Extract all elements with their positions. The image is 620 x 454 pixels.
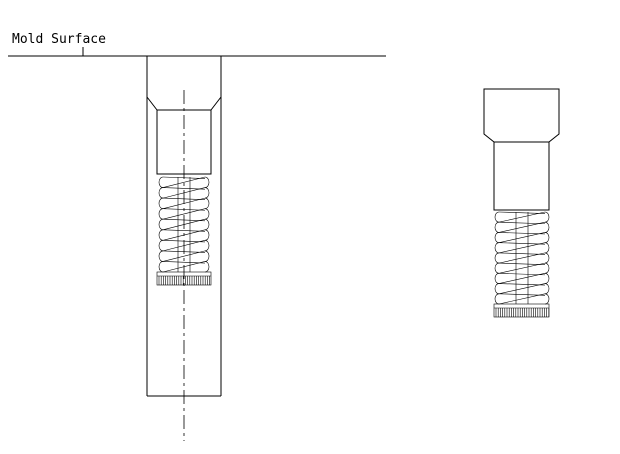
spring-coil-end <box>158 250 164 262</box>
spring-coil-end <box>158 176 164 188</box>
spring-wire <box>498 232 546 243</box>
spring-coil-end <box>494 242 500 254</box>
spring-coil-end <box>544 283 550 295</box>
spring-coil-end <box>544 232 550 243</box>
spring-coil-end <box>494 221 500 233</box>
spring-coil-end <box>544 221 550 233</box>
spring-coil-end <box>544 262 550 274</box>
spring-wire <box>498 211 546 214</box>
spring-coil-end <box>158 240 164 252</box>
spring-coil-end <box>494 273 500 284</box>
spring-wire <box>498 283 546 286</box>
spring-coil-end <box>204 261 210 273</box>
spring-coil-end <box>544 242 550 254</box>
spring-wire <box>498 211 546 223</box>
spring-wire <box>162 250 206 262</box>
spring-wire <box>498 221 546 225</box>
spring-wire <box>498 242 546 245</box>
spring-coil-end <box>494 262 500 274</box>
spring-coil-end <box>494 252 500 264</box>
spring-coil-end <box>204 187 210 199</box>
spring-coil-end <box>204 218 210 231</box>
spring-wire <box>498 262 546 274</box>
spring-coil-end <box>204 208 210 220</box>
spring-wire <box>162 261 206 264</box>
spring-coil-end <box>204 250 210 262</box>
spring-coil-end <box>544 252 550 264</box>
spring-coil-end <box>494 293 500 305</box>
knurl-outline <box>493 303 550 318</box>
spring-wire <box>162 176 206 188</box>
spring-coil-end <box>158 261 164 273</box>
spring-wire <box>498 293 546 305</box>
spring-wire <box>162 208 206 220</box>
spring-wire <box>498 293 546 296</box>
right-part <box>483 88 560 318</box>
spring-coil-end <box>494 232 500 243</box>
spring-coil-end <box>494 283 500 295</box>
spring-coil-end <box>204 176 210 188</box>
spring-coil-end <box>544 211 550 223</box>
spring-wire <box>498 283 546 295</box>
spring-wire <box>498 273 546 276</box>
spring-wire <box>498 242 546 254</box>
spring-coil-end <box>204 229 210 241</box>
spring-coil-end <box>204 240 210 252</box>
spring-wire <box>498 252 546 264</box>
spring-coil-end <box>204 197 210 209</box>
spring-wire <box>162 229 206 232</box>
spring-coil-end <box>158 218 164 231</box>
mold-surface-label: Mold Surface <box>12 32 106 47</box>
spring-wire <box>498 273 546 284</box>
spring-coil-end <box>158 229 164 241</box>
spring-wire <box>498 232 546 235</box>
spring-wire <box>498 252 546 255</box>
spring-right <box>494 211 550 305</box>
spring-wire <box>162 187 206 190</box>
spring-coil-end <box>494 211 500 223</box>
spring-wire <box>498 262 546 265</box>
spring-wire <box>498 221 546 233</box>
spring-coil-end <box>158 208 164 220</box>
left-assembly <box>146 56 222 441</box>
spring-coil-end <box>544 273 550 284</box>
spring-coil-end <box>158 187 164 199</box>
pin-head-right <box>483 88 560 211</box>
spring-coil-end <box>158 197 164 209</box>
spring-coil-end <box>544 293 550 305</box>
knurled-base-right <box>493 303 550 318</box>
